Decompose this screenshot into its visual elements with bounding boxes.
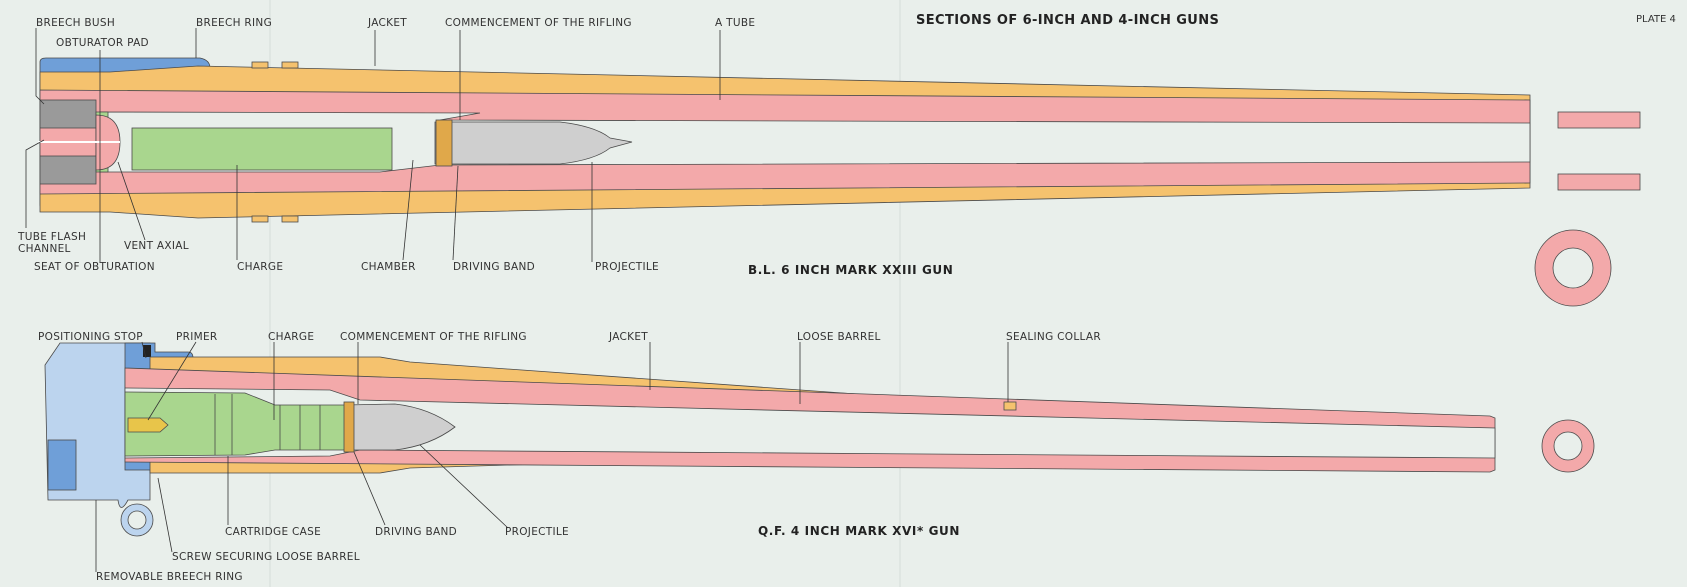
label-primer: PRIMER (176, 331, 218, 343)
label-loose-barrel: LOOSE BARREL (797, 331, 881, 343)
label-charge: CHARGE (268, 331, 314, 343)
driving-band (435, 119, 453, 167)
cross-section-bore (1552, 247, 1594, 289)
bore (124, 387, 1496, 459)
label-cartridge-case: CARTRIDGE CASE (225, 526, 321, 538)
label-chamber: CHAMBER (361, 261, 416, 273)
hoop (281, 61, 299, 69)
primer (127, 417, 169, 433)
label-positioning-stop: POSITIONING STOP (38, 331, 143, 343)
muzzle-section (1557, 111, 1641, 191)
label-a-tube: A TUBE (715, 17, 755, 29)
label-projectile: PROJECTILE (505, 526, 569, 538)
charge (131, 127, 393, 171)
label-vent-axial: VENT AXIAL (124, 240, 189, 252)
leader-lines (95, 341, 1009, 572)
driving-band (343, 401, 355, 453)
plate-number: PLATE 4 (1636, 14, 1676, 25)
leader-lines (25, 28, 721, 262)
cross-section-bore (1553, 431, 1583, 461)
positioning-stop (143, 345, 151, 357)
label-seat-of-obturation: SEAT OF OBTURATION (34, 261, 155, 273)
label-removable-breech-ring: REMOVABLE BREECH RING (96, 571, 243, 583)
projectile (434, 121, 633, 165)
label-jacket: JACKET (608, 331, 648, 343)
label-projectile: PROJECTILE (595, 261, 659, 273)
label-channel: CHANNEL (18, 243, 71, 255)
breech-lever-hole (127, 510, 147, 530)
gun2-section: POSITIONING STOP PRIMER CHARGE COMMENCEM… (38, 331, 1595, 583)
label-tube-flash: TUBE FLASH (17, 231, 86, 243)
label-screw-securing-loose-barrel: SCREW SECURING LOOSE BARREL (172, 551, 360, 563)
label-breech-bush: BREECH BUSH (36, 17, 115, 29)
gun2-name: Q.F. 4 INCH MARK XVI* GUN (758, 524, 960, 538)
gun1-name: B.L. 6 INCH MARK XXIII GUN (748, 263, 953, 277)
label-driving-band: DRIVING BAND (453, 261, 535, 273)
plate-title: SECTIONS OF 6-INCH AND 4-INCH GUNS (916, 13, 1219, 28)
hoop (251, 215, 269, 223)
projectile (344, 403, 456, 451)
hoop (281, 215, 299, 223)
label-jacket: JACKET (367, 17, 407, 29)
case-rings (214, 394, 321, 455)
label-charge: CHARGE (237, 261, 283, 273)
label-obturator-pad: OBTURATOR PAD (56, 37, 149, 49)
hoop (251, 61, 269, 69)
block-detail (47, 439, 77, 491)
label-sealing-collar: SEALING COLLAR (1006, 331, 1101, 343)
sealing-collar (1003, 401, 1017, 411)
label-breech-ring: BREECH RING (196, 17, 272, 29)
label-commencement-rifling: COMMENCEMENT OF THE RIFLING (445, 17, 632, 29)
label-driving-band: DRIVING BAND (375, 526, 457, 538)
label-commencement-rifling: COMMENCEMENT OF THE RIFLING (340, 331, 527, 343)
gun1-section: BREECH BUSH OBTURATOR PAD BREECH RING JA… (17, 17, 1641, 307)
